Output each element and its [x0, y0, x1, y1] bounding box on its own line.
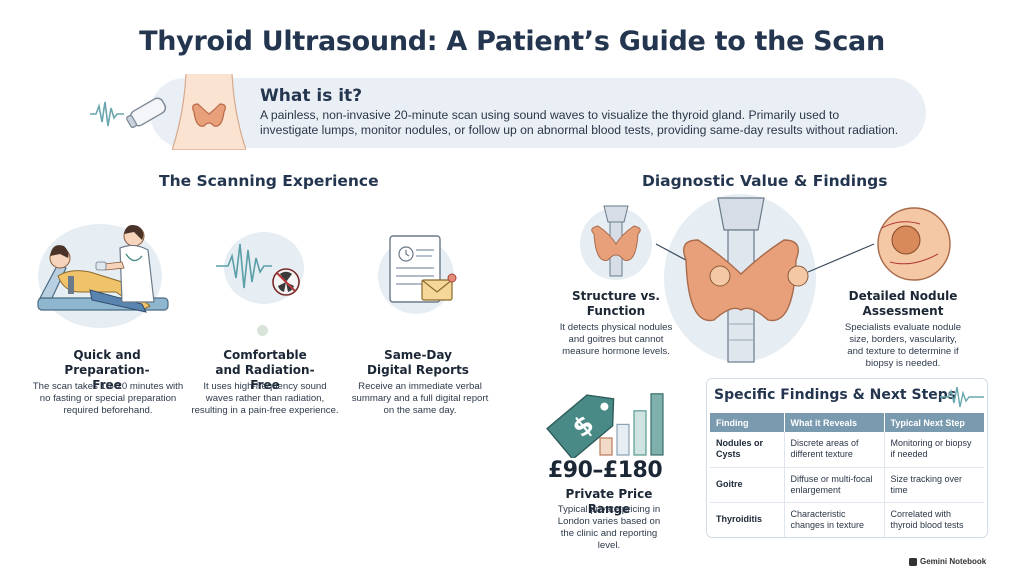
- price-range-text: Typical private pricing in London varies…: [557, 504, 661, 551]
- table-cell: Nodules or Cysts: [710, 432, 785, 468]
- table-cell: Monitoring or biopsy if needed: [884, 432, 984, 468]
- card-report-text: Receive an immediate verbal summary and …: [351, 381, 489, 416]
- table-cell: Goitre: [710, 467, 785, 503]
- neck-thyroid-icon: [172, 74, 246, 150]
- card-report-title: Same-Day Digital Reports: [367, 348, 469, 377]
- table-header: What it Reveals: [784, 413, 885, 432]
- scanning-experience-heading: The Scanning Experience: [159, 172, 379, 190]
- price-range-label: Private Price Range: [565, 487, 653, 516]
- card-quick-text: The scan takes 15–20 minutes with no fas…: [32, 381, 184, 416]
- diagnostic-value-heading: Diagnostic Value & Findings: [642, 172, 888, 190]
- what-is-it-panel: [150, 78, 926, 148]
- what-is-it-text: A painless, non-invasive 20-minute scan …: [260, 108, 899, 137]
- table-cell: Size tracking over time: [884, 467, 984, 503]
- brand-logo-icon: [909, 558, 917, 566]
- patient-scan-illustration: [37, 224, 169, 328]
- nodule-assessment-text: Specialists evaluate nodule size, border…: [844, 322, 962, 369]
- structure-function-title: Structure vs. Function: [572, 289, 660, 318]
- card-comfortable-title: Comfortable and Radiation-Free: [215, 348, 315, 392]
- decor-dot: [257, 325, 268, 336]
- digital-report-icon: [378, 235, 457, 314]
- table-header: Typical Next Step: [884, 413, 984, 432]
- thyroid-illustration: [580, 194, 951, 363]
- price-bar-2: [616, 423, 630, 456]
- price-range-value: £90–£180: [548, 458, 663, 483]
- table-cell: Discrete areas of different texture: [784, 432, 885, 468]
- table-row: Thyroiditis Characteristic changes in te…: [710, 502, 984, 537]
- page-title: Thyroid Ultrasound: A Patient’s Guide to…: [139, 26, 885, 57]
- nodule-assessment-title: Detailed Nodule Assessment: [848, 289, 958, 318]
- table-cell: Characteristic changes in texture: [784, 502, 885, 537]
- table-row: Nodules or Cysts Discrete areas of diffe…: [710, 432, 984, 468]
- table-header: Finding: [710, 413, 785, 432]
- table-row: Goitre Diffuse or multi-focal enlargemen…: [710, 467, 984, 503]
- card-comfortable-text: It uses high-frequency sound waves rathe…: [191, 381, 339, 416]
- sound-wave-icon: [216, 232, 304, 304]
- findings-table: Finding What it Reveals Typical Next Ste…: [710, 413, 984, 537]
- table-cell: Thyroiditis: [710, 502, 785, 537]
- price-bar-3: [633, 410, 647, 456]
- ultrasound-probe-icon: [90, 97, 167, 129]
- price-tag-icon: $: [546, 394, 615, 458]
- price-bar-4: [650, 393, 664, 456]
- table-cell: Diffuse or multi-focal enlargement: [784, 467, 885, 503]
- findings-table-title: Specific Findings & Next Steps: [714, 387, 957, 403]
- price-bar-1: [599, 437, 613, 456]
- price-bars-chart: [599, 393, 664, 456]
- waveform-decor-icon: [940, 386, 984, 408]
- card-quick-title: Quick and Preparation-Free: [64, 348, 150, 392]
- what-is-it-heading: What is it?: [260, 86, 363, 106]
- table-cell: Correlated with thyroid blood tests: [890, 508, 964, 530]
- brand-label: Gemini Notebook: [920, 557, 987, 566]
- structure-function-text: It detects physical nodules and goitres …: [559, 322, 673, 357]
